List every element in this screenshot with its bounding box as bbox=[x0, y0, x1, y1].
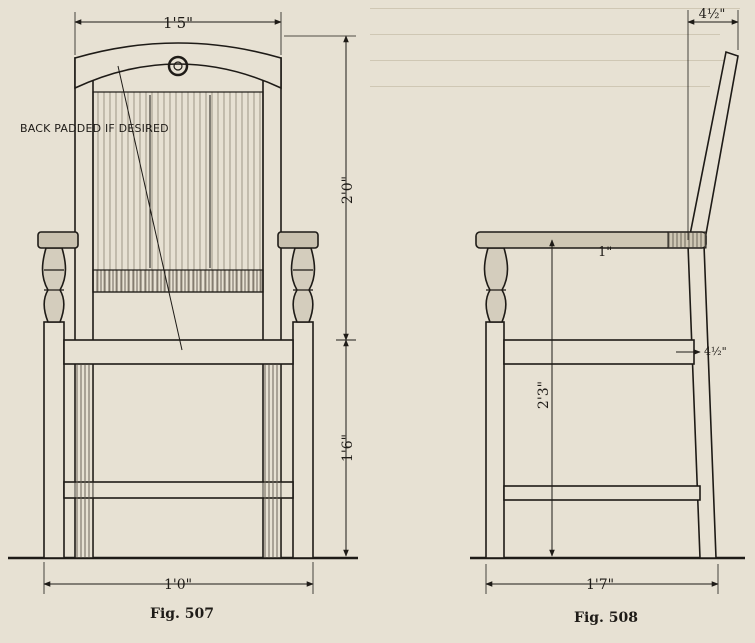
fig-507-front-view bbox=[8, 12, 358, 594]
dim-top-offset-label: 4½" bbox=[699, 7, 726, 22]
dim-arm-thickness-label: 1" bbox=[598, 245, 612, 260]
dim-bottom-width-label: 1'0" bbox=[164, 577, 192, 593]
top-rail bbox=[74, 42, 282, 90]
bleed-line bbox=[370, 34, 720, 35]
top-rail-boss bbox=[167, 55, 189, 77]
left-front-leg bbox=[43, 321, 65, 559]
side-turned-spindle bbox=[483, 247, 509, 323]
bleed-line bbox=[370, 86, 710, 87]
back-lower-rail bbox=[92, 269, 264, 293]
fig-508-side-view bbox=[470, 10, 745, 594]
dim-arm-height-label: 2'3" bbox=[536, 381, 552, 409]
fig-508-caption: Fig. 508 bbox=[574, 610, 639, 626]
lower-stretcher bbox=[63, 481, 294, 499]
side-front-leg bbox=[485, 321, 505, 559]
right-arm-cap bbox=[277, 231, 319, 249]
seat-rail bbox=[63, 339, 294, 365]
dim-back-height-label: 2'0" bbox=[340, 176, 356, 204]
bleed-line bbox=[370, 60, 730, 61]
left-turned-spindle bbox=[41, 247, 67, 323]
note-leader-line bbox=[117, 65, 183, 351]
right-front-leg bbox=[292, 321, 314, 559]
side-stretcher bbox=[503, 485, 701, 501]
dim-seat-height-label: 1'6" bbox=[340, 434, 356, 462]
fig-507-caption: Fig. 507 bbox=[150, 606, 215, 622]
dim-base-depth-label: 1'7" bbox=[586, 577, 614, 593]
raked-back-post bbox=[687, 50, 739, 559]
top-rail-boss-inner bbox=[173, 61, 183, 71]
back-padded-note: BACK PADDED IF DESIRED bbox=[20, 122, 169, 135]
back-panel bbox=[92, 91, 264, 293]
right-turned-spindle bbox=[290, 247, 316, 323]
dim-top-width-label: 1'5" bbox=[163, 14, 193, 32]
side-seat-rail bbox=[503, 339, 695, 365]
dim-back-offset-label: 4½" bbox=[704, 345, 727, 358]
bleed-line bbox=[370, 8, 740, 9]
left-arm-cap bbox=[37, 231, 79, 249]
